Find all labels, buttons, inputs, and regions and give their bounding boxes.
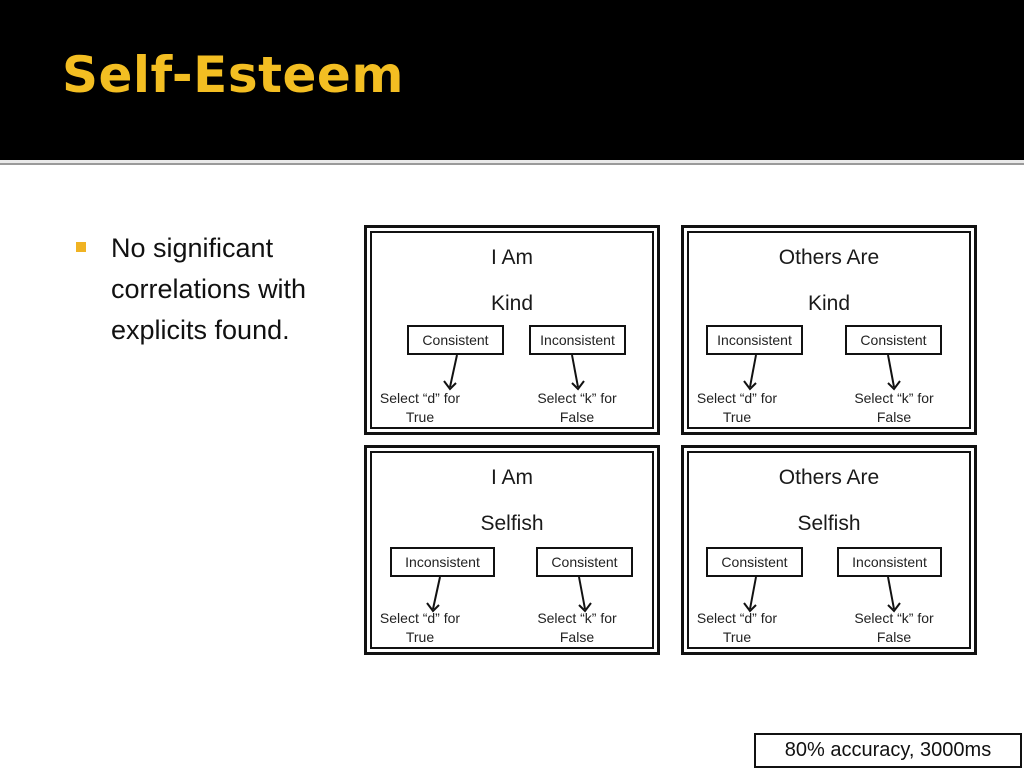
panel-subject: Others Are <box>778 466 880 489</box>
panel-inner-border <box>687 451 971 649</box>
accuracy-note: 80% accuracy, 3000ms <box>754 733 1022 768</box>
left-key-instruction: Select “d” for True <box>379 390 461 425</box>
panel-attribute: Kind <box>807 292 851 315</box>
iat-panel-others-are-kind: Others Are Kind Inconsistent Consistent … <box>681 225 977 435</box>
panel-subject: I Am <box>490 466 533 489</box>
panel-attribute: Selfish <box>797 512 861 535</box>
header-divider-shadow <box>0 163 1024 165</box>
slide-header: Self-Esteem <box>0 0 1024 160</box>
iat-panel-others-are-selfish: Others Are Selfish Consistent Inconsiste… <box>681 445 977 655</box>
arrows-graphic <box>443 354 585 391</box>
bullet-text: No significant correlations with explici… <box>111 233 307 345</box>
header-divider <box>0 160 1024 163</box>
panel-attribute: Kind <box>490 292 534 315</box>
arrows-graphic <box>743 576 901 613</box>
panel-subject: Others Are <box>778 246 880 269</box>
right-key-instruction: Select “k” for False <box>854 610 934 645</box>
panel-inner-border <box>687 231 971 429</box>
left-key-instruction: Select “d” for True <box>696 390 778 425</box>
left-key-instruction: Select “d” for True <box>696 610 778 645</box>
iat-panel-i-am-kind: I Am Kind Consistent Inconsistent Select… <box>364 225 660 435</box>
arrows-graphic <box>743 354 901 391</box>
right-key-instruction: Select “k” for False <box>537 390 617 425</box>
right-option-box: Consistent <box>845 325 942 355</box>
panel-subject: I Am <box>490 246 533 269</box>
right-key-instruction: Select “k” for False <box>854 390 934 425</box>
left-key-instruction: Select “d” for True <box>379 610 461 645</box>
bullet-square-icon <box>76 242 86 252</box>
arrows-graphic <box>426 576 592 613</box>
right-key-instruction: Select “k” for False <box>537 610 617 645</box>
left-option-box: Inconsistent <box>706 325 803 355</box>
iat-panel-i-am-selfish: I Am Selfish Inconsistent Consistent Sel… <box>364 445 660 655</box>
panel-inner-border <box>370 451 654 649</box>
right-option-box: Inconsistent <box>529 325 626 355</box>
right-option-box: Consistent <box>536 547 633 577</box>
panel-inner-border <box>370 231 654 429</box>
panel-attribute: Selfish <box>480 512 544 535</box>
right-option-box: Inconsistent <box>837 547 942 577</box>
slide-content: No significant correlations with explici… <box>0 165 1024 768</box>
left-option-box: Consistent <box>407 325 504 355</box>
left-option-box: Inconsistent <box>390 547 495 577</box>
slide-title: Self-Esteem <box>62 46 404 104</box>
left-option-box: Consistent <box>706 547 803 577</box>
